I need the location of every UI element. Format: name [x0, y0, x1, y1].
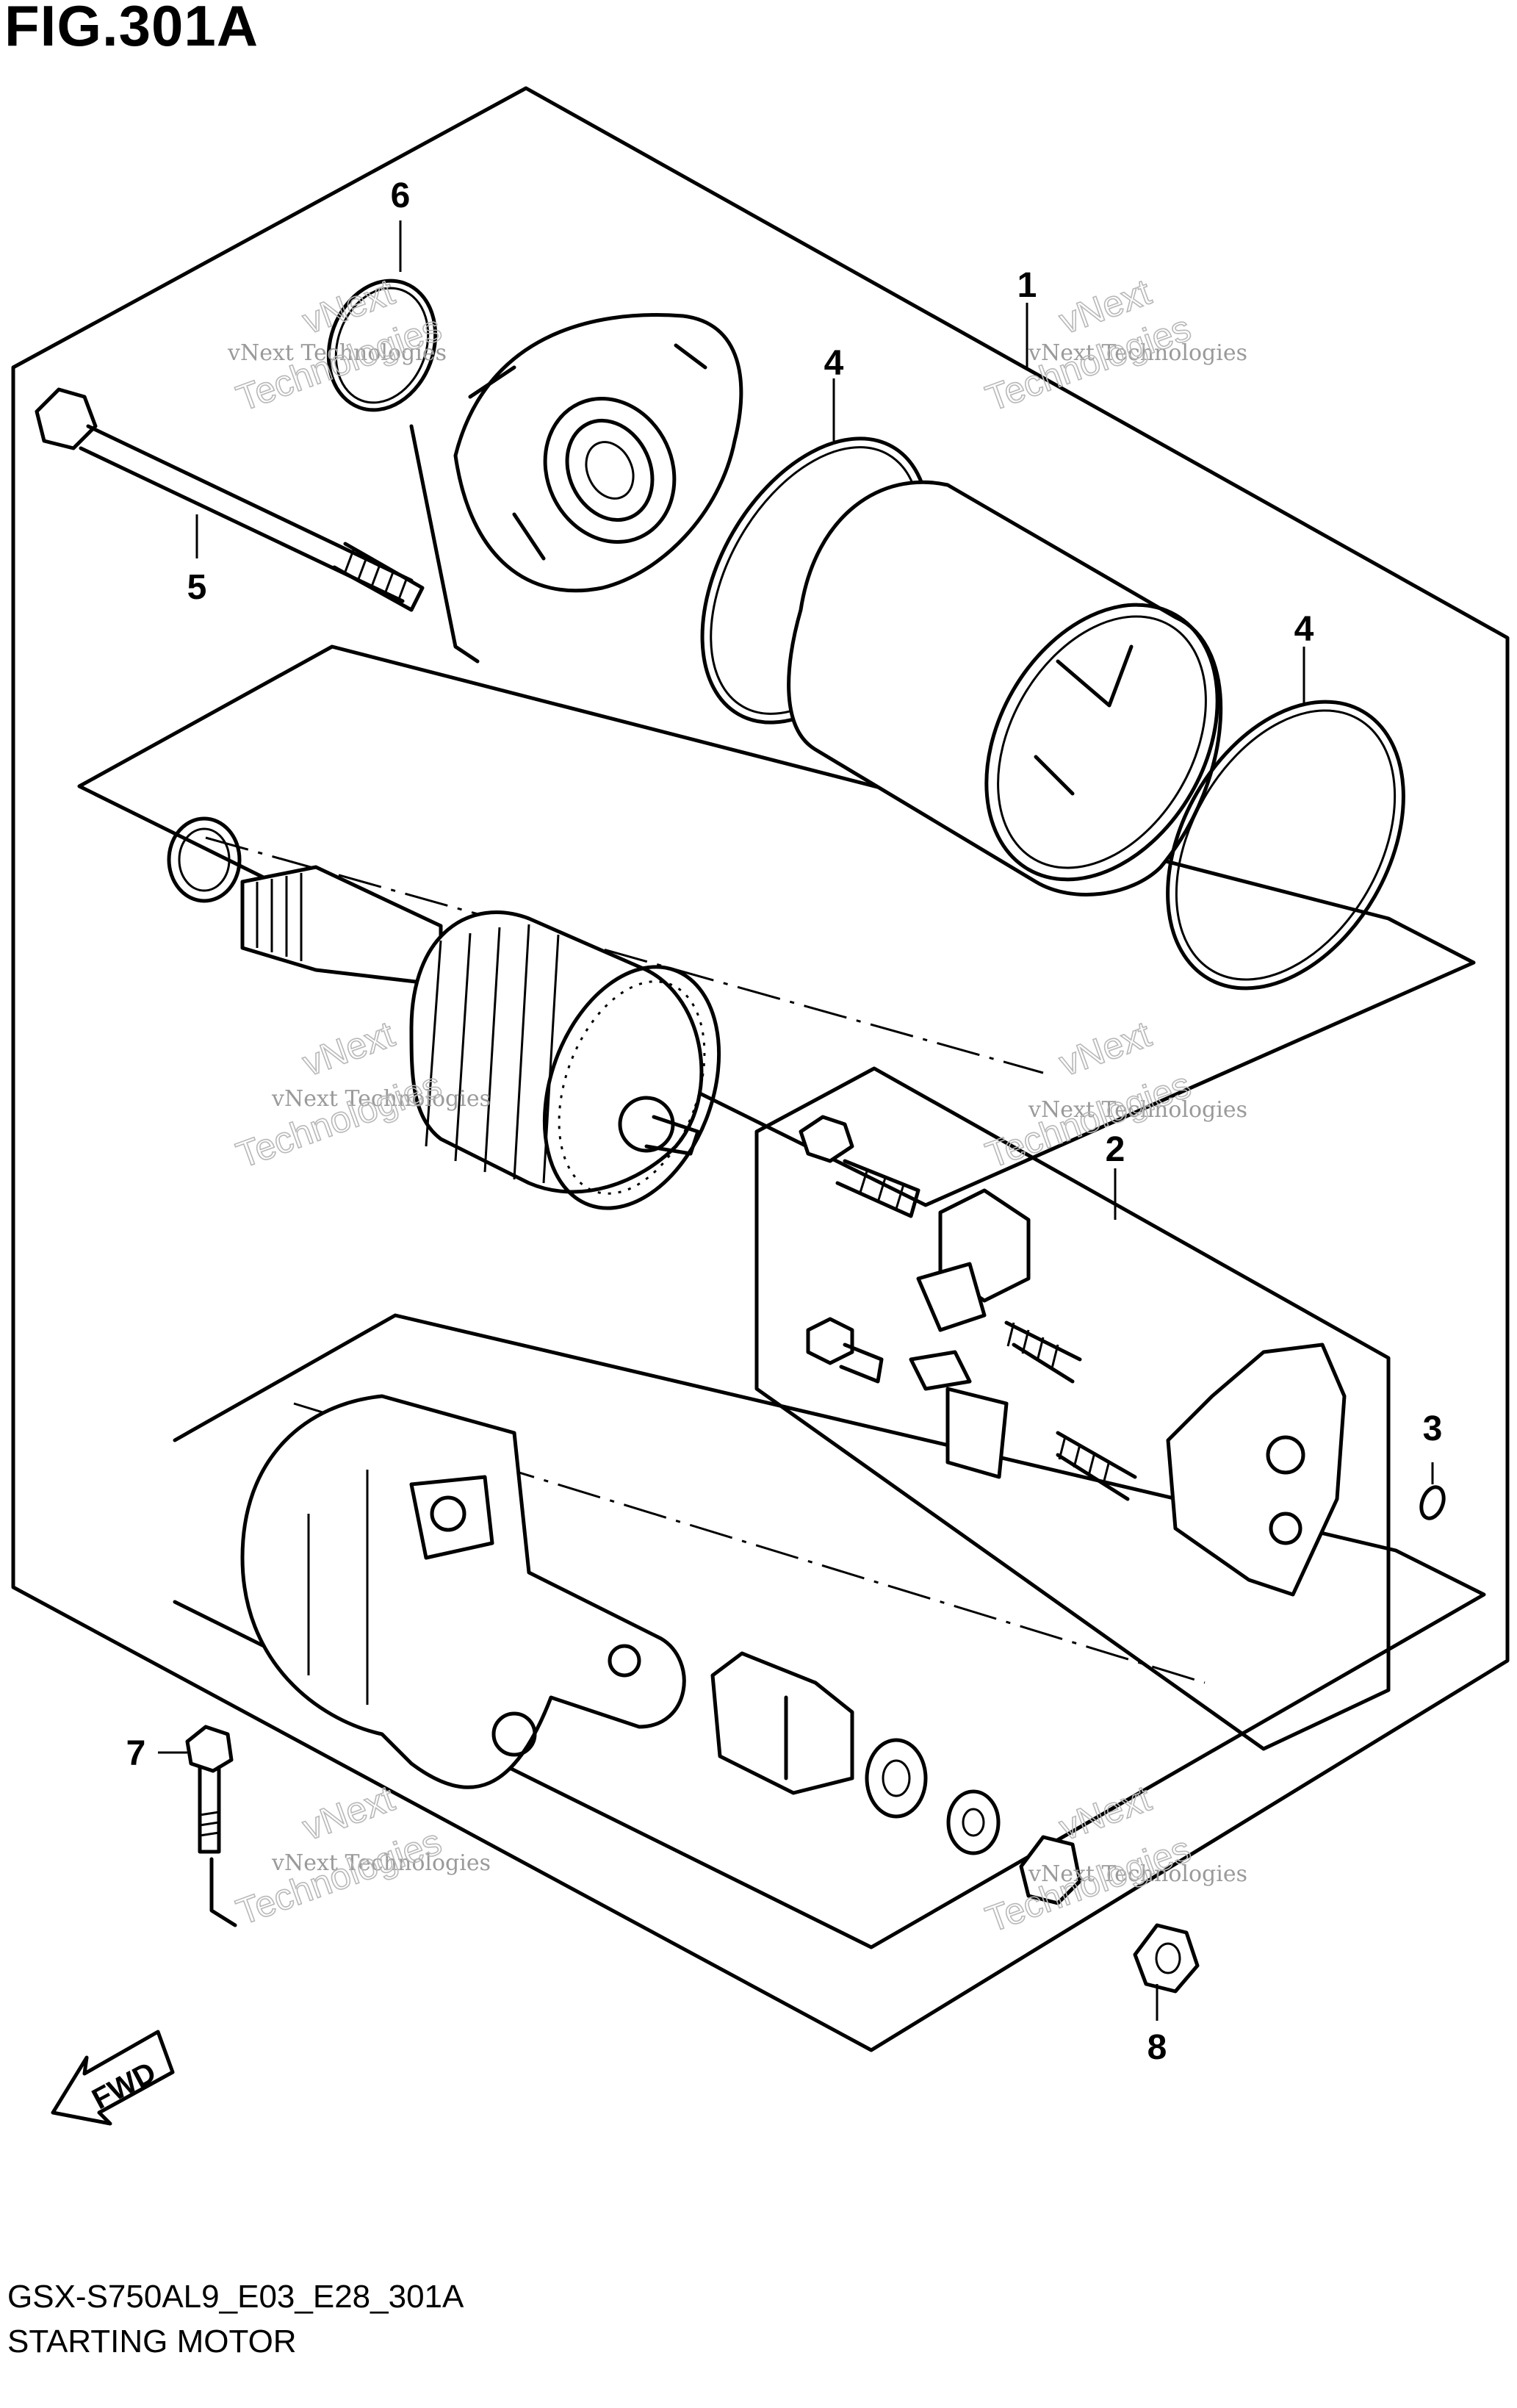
- svg-text:Technologies: Technologies: [231, 1064, 447, 1176]
- svg-text:vNext Technologies: vNext Technologies: [271, 1086, 491, 1112]
- callout-7: 7: [126, 1734, 146, 1773]
- armature-subframe: [77, 644, 1476, 1207]
- svg-text:vNext Technologies: vNext Technologies: [1028, 1097, 1247, 1123]
- front-cover[interactable]: [409, 313, 743, 664]
- watermark-6: vNext vNext Technologies Technologies: [980, 1777, 1247, 1941]
- o-ring-part-3[interactable]: [1417, 1484, 1447, 1522]
- assembly-outline: [11, 86, 1510, 2052]
- watermark-5: vNext vNext Technologies Technologies: [231, 1777, 491, 1933]
- callout-4-lower: 4: [1294, 610, 1314, 649]
- snap-ring[interactable]: [167, 816, 242, 903]
- bushing-and-washers[interactable]: [710, 1651, 1082, 1905]
- svg-text:vNext Technologies: vNext Technologies: [1028, 340, 1247, 366]
- bolt-part-7[interactable]: [185, 1725, 237, 1927]
- svg-text:vNext Technologies: vNext Technologies: [271, 1850, 491, 1876]
- callout-5: 5: [187, 568, 207, 607]
- callout-6: 6: [391, 176, 411, 215]
- brush-holder-parts[interactable]: [799, 1115, 1347, 1597]
- axis-line-upper: [205, 836, 1044, 1074]
- callout-2: 2: [1106, 1130, 1125, 1169]
- svg-text:vNext Technologies: vNext Technologies: [227, 340, 447, 366]
- armature[interactable]: [240, 865, 751, 1232]
- callout-4-upper: 4: [824, 344, 844, 383]
- callout-3: 3: [1423, 1409, 1443, 1448]
- fwd-arrow: FWD: [51, 2030, 175, 2126]
- callout-8: 8: [1147, 2028, 1167, 2067]
- svg-text:vNext: vNext: [1054, 1013, 1156, 1084]
- figure-name: STARTING MOTOR: [7, 2323, 297, 2360]
- housing-subframe: [173, 1313, 1486, 1949]
- callout-1: 1: [1017, 266, 1037, 305]
- svg-text:vNext: vNext: [1054, 1778, 1156, 1848]
- yoke-part-1[interactable]: [787, 480, 1265, 921]
- leader-lines: [158, 220, 1434, 2021]
- rear-housing[interactable]: [240, 1394, 686, 1789]
- through-bolt-part-5[interactable]: [35, 387, 425, 612]
- figure-title: FIG.301A: [4, 0, 259, 58]
- seal-ring-part-4-lower[interactable]: [1120, 660, 1452, 1030]
- svg-text:vNext Technologies: vNext Technologies: [1028, 1861, 1247, 1887]
- nut-part-8[interactable]: [1133, 1923, 1200, 1994]
- watermark-1: vNext vNext Technologies Technologies: [227, 270, 447, 420]
- brush-holder-box: [754, 1066, 1391, 1751]
- o-ring-part-6[interactable]: [311, 265, 453, 425]
- svg-text:vNext: vNext: [298, 1013, 400, 1084]
- figure-code: GSX-S750AL9_E03_E28_301A: [7, 2279, 464, 2315]
